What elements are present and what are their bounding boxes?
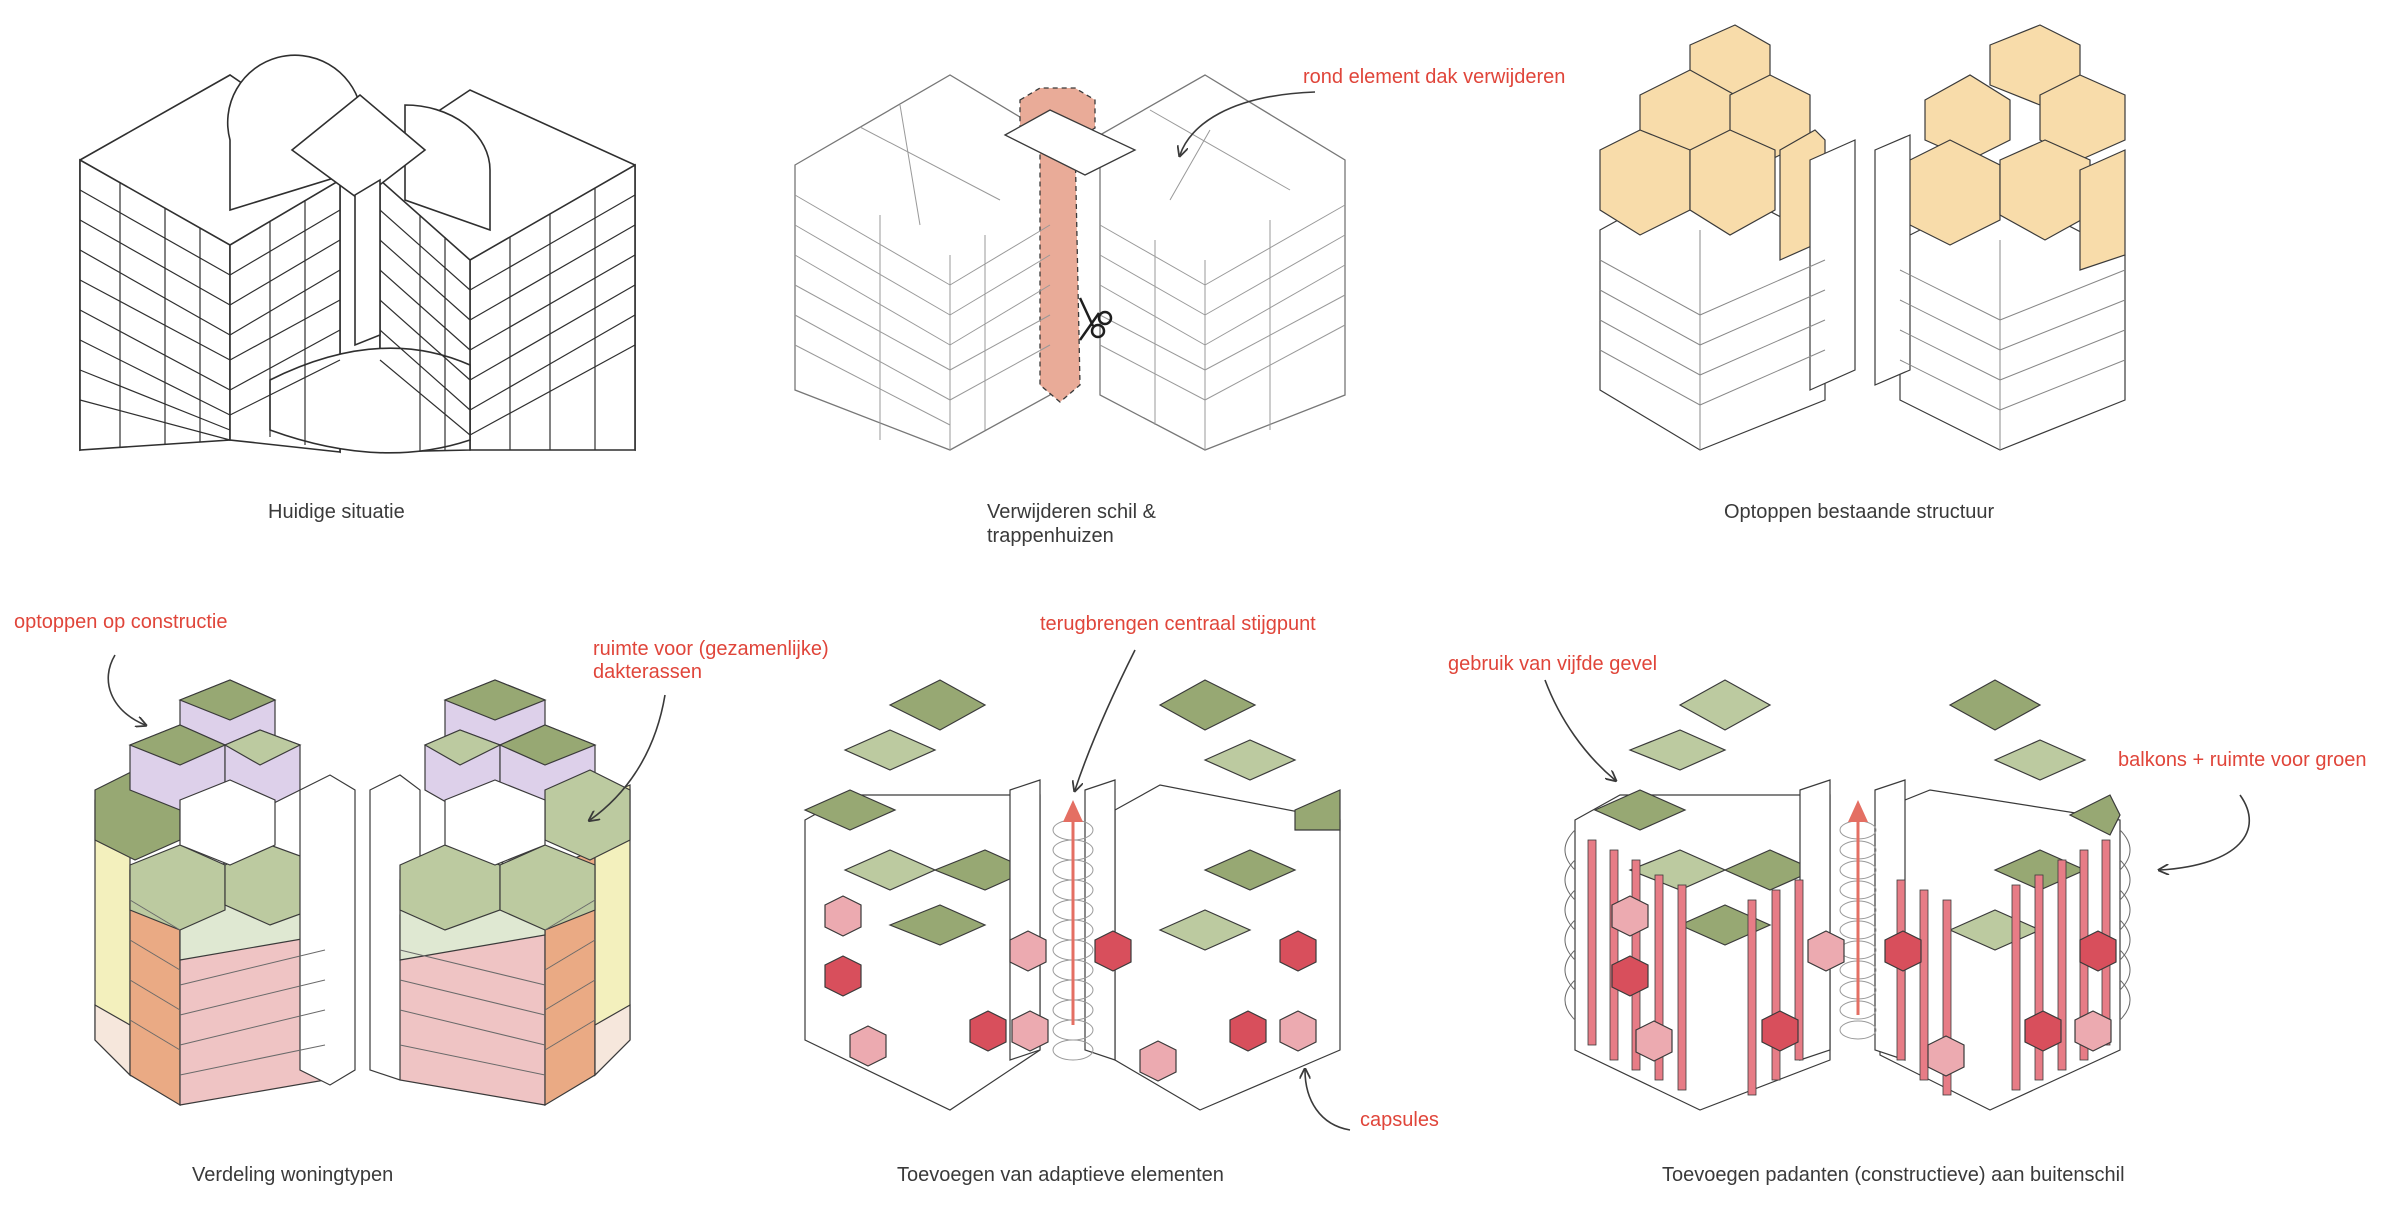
capsules (824, 895, 1317, 1082)
caption-panel-6: Toevoegen padanten (constructieve) aan b… (1662, 1164, 2125, 1186)
panel-6-columns (1544, 679, 2251, 1111)
panel-2-remove-shell (794, 74, 1346, 451)
arrow-fifth-facade (1544, 679, 1615, 780)
arrow-central-stair (1075, 649, 1136, 790)
panel-1-current-building (79, 54, 636, 454)
arrow-balconies (2160, 794, 2251, 870)
caption-panel-1: Huidige situatie (268, 501, 405, 523)
arrow-capsules (1305, 1070, 1351, 1131)
caption-panel-2-line-1: Verwijderen schil & (987, 501, 1156, 523)
annotation-top-up-construction: optoppen op constructie (14, 611, 228, 633)
caption-panel-3: Optoppen bestaande structuur (1724, 501, 1995, 523)
arrow-remove-round-element (1180, 91, 1316, 155)
annotation-central-stair: terugbrengen centraal stijgpunt (1040, 613, 1316, 635)
annotation-remove-round-element: rond element dak verwijderen (1303, 66, 1566, 88)
panel-3-top-up-structure (1599, 24, 2126, 451)
scissors-icon (1078, 297, 1113, 341)
annotation-roof-terraces-line-1: ruimte voor (gezamenlijke) (593, 638, 829, 660)
caption-panel-2: Verwijderen schil & trappenhuizen (987, 500, 1156, 548)
caption-panel-5: Toevoegen van adaptieve elementen (897, 1164, 1224, 1186)
annotation-roof-terraces-line-2: dakterassen (593, 661, 702, 683)
annotation-balconies-green: balkons + ruimte voor groen (2118, 749, 2367, 771)
caption-panel-2-line-2: trappenhuizen (987, 525, 1114, 547)
panel-5-adaptive-elements (803, 649, 1351, 1131)
caption-panel-4: Verdeling woningtypen (192, 1164, 394, 1186)
panel-4-dwelling-types (94, 654, 666, 1107)
arrow-roof-terraces (590, 694, 666, 820)
annotation-capsules: capsules (1360, 1109, 1439, 1131)
arrow-top-up-construction (107, 654, 145, 725)
annotation-fifth-facade: gebruik van vijfde gevel (1448, 653, 1658, 675)
